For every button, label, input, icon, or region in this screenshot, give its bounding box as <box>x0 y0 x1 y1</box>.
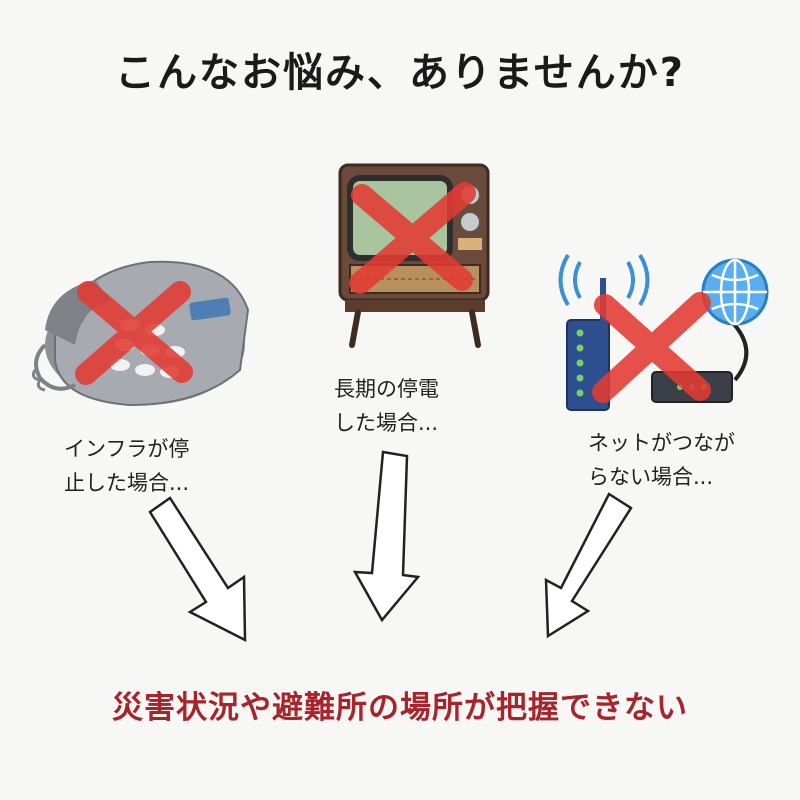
item-label: ネットがつなが らない場合... <box>588 426 735 494</box>
item-label-line: 止した場合... <box>64 471 190 495</box>
item-label: 長期の停電 した場合... <box>334 372 439 440</box>
arrow-down-icon <box>352 450 421 623</box>
item-label-line: ネットがつなが <box>588 431 735 455</box>
item-label-line: らない場合... <box>588 465 714 489</box>
page-title: こんなお悩み、ありませんか? <box>114 50 685 96</box>
cross-mark-icon <box>592 292 711 403</box>
item-label-line: した場合... <box>334 411 439 435</box>
item-label: インフラが停 止した場合... <box>64 432 189 500</box>
cross-mark-icon <box>349 182 476 294</box>
item-label-line: 長期の停電 <box>334 377 439 401</box>
item-label-line: インフラが停 <box>64 437 190 461</box>
conclusion-text: 災害状況や避難所の場所が把握できない <box>112 690 688 726</box>
cross-mark-icon <box>75 281 193 385</box>
arrow-down-right-icon <box>148 496 247 643</box>
arrow-down-left-icon <box>544 492 633 639</box>
